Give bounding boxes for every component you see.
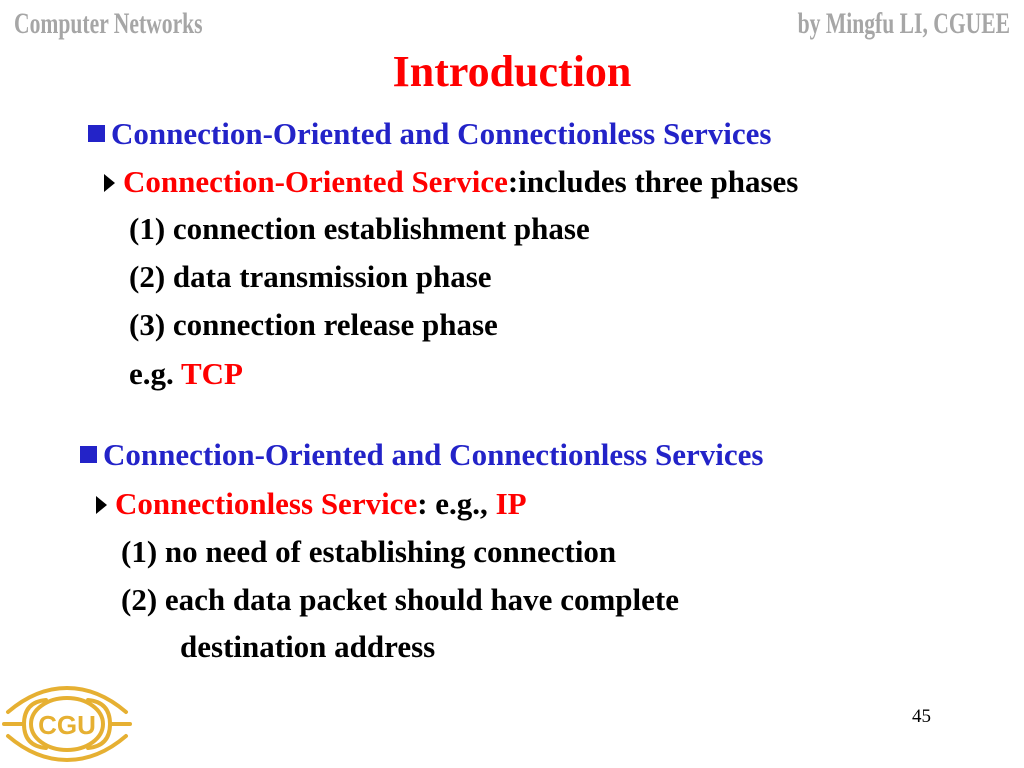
section2-sub-rest: : e.g., <box>417 486 496 521</box>
section1-heading: Connection-Oriented and Connectionless S… <box>111 116 772 151</box>
section2-heading-row: Connection-Oriented and Connectionless S… <box>80 436 763 474</box>
section2-item-2: (2) each data packet should have complet… <box>121 582 679 617</box>
section1-item-3: (3) connection release phase <box>129 307 498 342</box>
section1-subpoint: Connection-Oriented Service:includes thr… <box>104 163 798 201</box>
section2-item-1: (1) no need of establishing connection <box>121 534 617 569</box>
page-number: 45 <box>912 706 931 727</box>
section1-heading-row: Connection-Oriented and Connectionless S… <box>88 115 771 153</box>
section1-sub-term: Connection-Oriented Service <box>123 164 508 199</box>
section2-heading: Connection-Oriented and Connectionless S… <box>103 437 764 472</box>
slide-title: Introduction <box>392 47 632 96</box>
logo-text: CGU <box>38 710 96 740</box>
section2-subpoint: Connectionless Service: e.g., IP <box>96 485 527 523</box>
section2-item-2-continued: destination address <box>180 629 436 664</box>
section1-item-1: (1) connection establishment phase <box>129 211 590 246</box>
section1-sub-rest: :includes three phases <box>507 164 799 199</box>
section1-eg-label: e.g. <box>129 356 174 391</box>
square-bullet-icon <box>88 125 105 142</box>
section2-sub-term: Connectionless Service <box>115 486 418 521</box>
section2-sub-value: IP <box>495 486 527 521</box>
square-bullet-icon <box>80 446 97 463</box>
section1-eg-value: TCP <box>180 356 243 391</box>
section1-item-2: (2) data transmission phase <box>129 259 492 294</box>
triangle-bullet-icon <box>104 174 115 192</box>
university-logo-icon: CGU <box>2 685 132 763</box>
section1-example: e.g. TCP <box>129 355 243 393</box>
author-credit: by Mingfu LI, CGUEE <box>797 7 1010 40</box>
course-name: Computer Networks <box>14 7 203 40</box>
triangle-bullet-icon <box>96 496 107 514</box>
